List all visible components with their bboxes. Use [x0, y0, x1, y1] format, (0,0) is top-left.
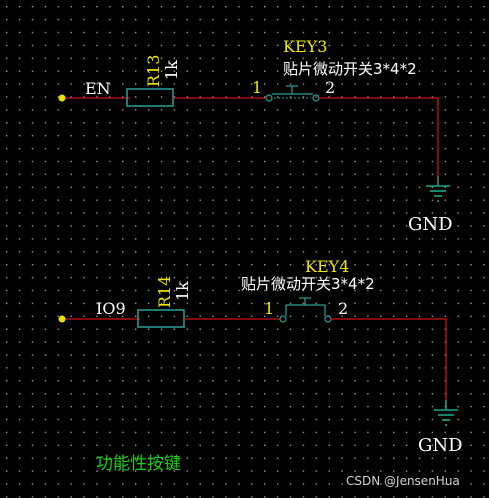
watermark: CSDN @JensenHua [346, 474, 460, 488]
key4-switch-symbol[interactable] [279, 297, 332, 323]
section-label: 功能性按键 [96, 454, 181, 474]
key3-description: 贴片微动开关3*4*2 [283, 60, 417, 78]
r13-value: 1k [162, 60, 181, 80]
r14-designator: R14 [155, 276, 174, 308]
gnd-label-top: GND [408, 214, 453, 235]
gnd-label-bottom: GND [418, 435, 463, 456]
key3-designator: KEY3 [283, 37, 327, 56]
key3-pin1-label: 1 [252, 78, 262, 97]
circuit-bottom: IO9 R14 1k KEY4 贴片微动开关3*4*2 1 2 GND [58, 257, 463, 456]
r13-designator: R13 [144, 55, 163, 87]
r14-value: 1k [173, 281, 192, 301]
key4-to-gnd-wire [331, 318, 447, 404]
gnd-symbol-top [426, 176, 450, 202]
en-port-dot[interactable] [58, 94, 66, 102]
key3-to-gnd-wire [319, 97, 439, 180]
key4-pin1-label: 1 [264, 299, 274, 318]
key4-description: 贴片微动开关3*4*2 [241, 275, 375, 293]
en-net-label: EN [85, 79, 111, 98]
gnd-symbol-bottom [434, 400, 458, 426]
key4-pin2-label: 2 [338, 299, 348, 318]
circuit-top: EN R13 1k KEY3 贴片微动开关3*4*2 1 2 GND [58, 37, 453, 235]
io9-net-label: IO9 [96, 299, 126, 318]
io9-port-dot[interactable] [58, 315, 66, 323]
key4-designator: KEY4 [305, 257, 349, 276]
key3-pin2-label: 2 [325, 78, 335, 97]
